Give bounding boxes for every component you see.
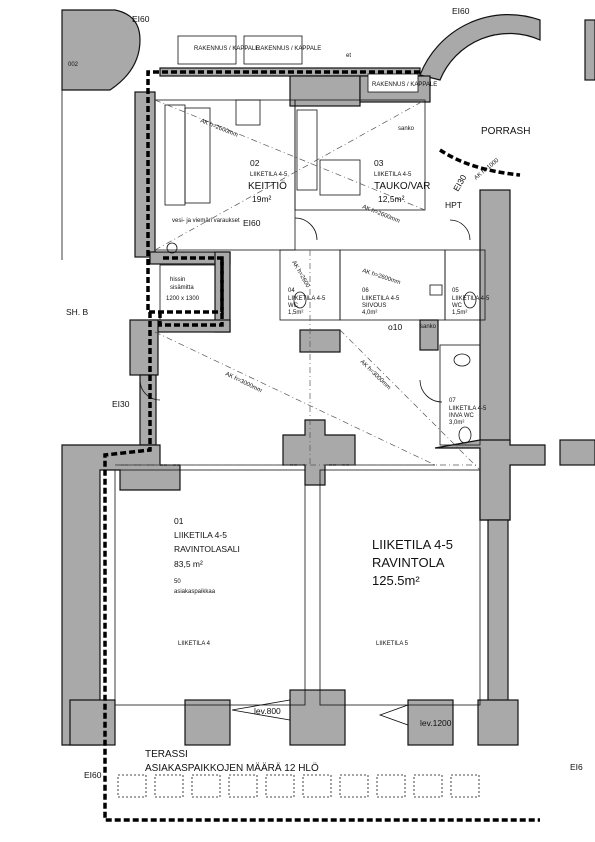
hpt-mark: HPT [445, 200, 462, 210]
sh-label: SH. B [66, 307, 89, 317]
shaft-line3: 1200 x 1300 [166, 296, 200, 302]
interior-lines [114, 35, 486, 798]
terrace-title: TERASSI [145, 749, 188, 760]
level-left: lev.800 [254, 706, 281, 716]
hall-ak: AK h=3000mm [224, 371, 262, 394]
room-hall: 01 LIIKETILA 4-5 RAVINTOLASALI 83,5 m² 5… [174, 371, 263, 647]
room-kitchen: 02 LIIKETILA 4-5 KEITTIÖ 19m² AK h=2600m… [172, 118, 288, 224]
hall-seats: 50 [174, 579, 181, 585]
shaft-line2: sisämitta [170, 285, 194, 291]
window-tag-2: RAKENNUS / KAPPALE [256, 46, 321, 52]
exterior-walls [61, 9, 595, 746]
liiketila4-label: LIIKETILA 4 [178, 641, 211, 647]
ceiling-diagonals [115, 99, 481, 471]
room-break: 03 LIIKETILA 4-5 TAUKO/VAR 12,5m² AK h=2… [361, 158, 430, 225]
terrace: TERASSI ASIAKASPAIKKOJEN MÄÄRÄ 12 HLÖ [145, 749, 319, 774]
rest-ak: AK h=3000mm [359, 359, 392, 391]
fire-boundary [103, 70, 540, 822]
kitchen-ak: AK h=2600mm [199, 118, 238, 138]
terrace-tables [117, 774, 480, 798]
window-tag-1: RAKENNUS / KAPPALE [194, 46, 259, 52]
cl06-area: 4,0m² [362, 310, 377, 316]
ei60-top-right: EI60 [452, 6, 470, 16]
o10-mark: o10 [388, 322, 402, 332]
elevator-shaft: hissin sisämitta 1200 x 1300 [166, 277, 200, 302]
wc07-number: 07 [449, 398, 456, 404]
stairs-label: PORRASH [481, 126, 530, 137]
break-name: TAUKO/VAR [374, 181, 430, 192]
ei60-bottom-right: EI6 [570, 762, 583, 772]
window-tag-3: RAKENNUS / KAPPALE [372, 82, 437, 88]
corner-code: 002 [68, 62, 79, 68]
hpt-ei: EI30 [451, 173, 469, 193]
cl06-number: 06 [362, 288, 369, 294]
wc-ak: AK h=2600 [290, 260, 310, 289]
wc07-area: 3,0m² [449, 420, 464, 426]
room-wc05: 05 LIIKETILA 4-5 WC 1,5m² [452, 288, 490, 316]
sanko-top: sanko [398, 126, 415, 132]
wc04-area: 1,5m² [288, 310, 303, 316]
kitchen-sub: LIIKETILA 4-5 [250, 172, 288, 178]
levels: lev.800 lev.1200 [254, 706, 452, 728]
wc04-name: WC [288, 303, 299, 309]
shaft-line1: hissin [170, 277, 185, 283]
ei-et: et [346, 53, 351, 59]
hall-name: RAVINTOLASALI [174, 544, 240, 554]
wc05-sub: LIIKETILA 4-5 [452, 296, 490, 302]
hall-number: 01 [174, 516, 184, 526]
reserve-note: vesi- ja viemäri varaukset [172, 218, 240, 224]
ei60-top-left: EI60 [132, 14, 150, 24]
hall-area: 83,5 m² [174, 559, 203, 569]
wc04-sub: LIIKETILA 4-5 [288, 296, 326, 302]
room-cl06: 06 LIIKETILA 4-5 SIIVOUS 4,0m² AK h=2600… [361, 268, 401, 316]
break-number: 03 [374, 158, 384, 168]
kitchen-area: 19m² [252, 194, 272, 204]
wc05-name: WC [452, 303, 463, 309]
wc07-name: INVA WC [449, 413, 475, 419]
restaurant-area: 125.5m² [372, 573, 420, 588]
level-right: lev.1200 [420, 718, 452, 728]
ei60-mid: EI60 [243, 218, 261, 228]
terrace-seats: ASIAKASPAIKKOJEN MÄÄRÄ 12 HLÖ [145, 762, 319, 774]
kitchen-number: 02 [250, 158, 260, 168]
cl-ak: AK h=2600mm [361, 268, 401, 286]
hall-seats-label: asiakaspaikkaa [174, 589, 216, 595]
cl06-sub: LIIKETILA 4-5 [362, 296, 400, 302]
wc04-number: 04 [288, 288, 295, 294]
restaurant-name: RAVINTOLA [372, 555, 445, 570]
kitchen-name: KEITTIÖ [248, 180, 287, 192]
wc05-area: 1,5m² [452, 310, 467, 316]
sanko-mid: sanko [420, 324, 437, 330]
wc05-number: 05 [452, 288, 459, 294]
cl06-name: SIIVOUS [362, 303, 386, 309]
wc07-sub: LIIKETILA 4-5 [449, 406, 487, 412]
pd-ak: AK h=1000 [473, 157, 500, 181]
break-sub: LIIKETILA 4-5 [374, 172, 412, 178]
break-area: 12,5m² [378, 194, 405, 204]
stamps: EI60 EI60 EI60 EI30 EI60 EI6 002 PORRASH… [66, 6, 583, 780]
ei60-bottom-left: EI60 [84, 770, 102, 780]
room-restaurant: LIIKETILA 4-5 RAVINTOLA 125.5m² LIIKETIL… [359, 359, 453, 647]
restaurant-title: LIIKETILA 4-5 [372, 537, 453, 552]
room-wc04: 04 LIIKETILA 4-5 WC 1,5m² AK h=2600 [288, 260, 326, 316]
ei30-left: EI30 [112, 399, 130, 409]
break-ak: AK h=2600mm [361, 204, 400, 224]
hall-sub: LIIKETILA 4-5 [174, 530, 227, 540]
liiketila5-label: LIIKETILA 5 [376, 641, 409, 647]
room-wc07: 07 LIIKETILA 4-5 INVA WC 3,0m² [449, 398, 487, 426]
